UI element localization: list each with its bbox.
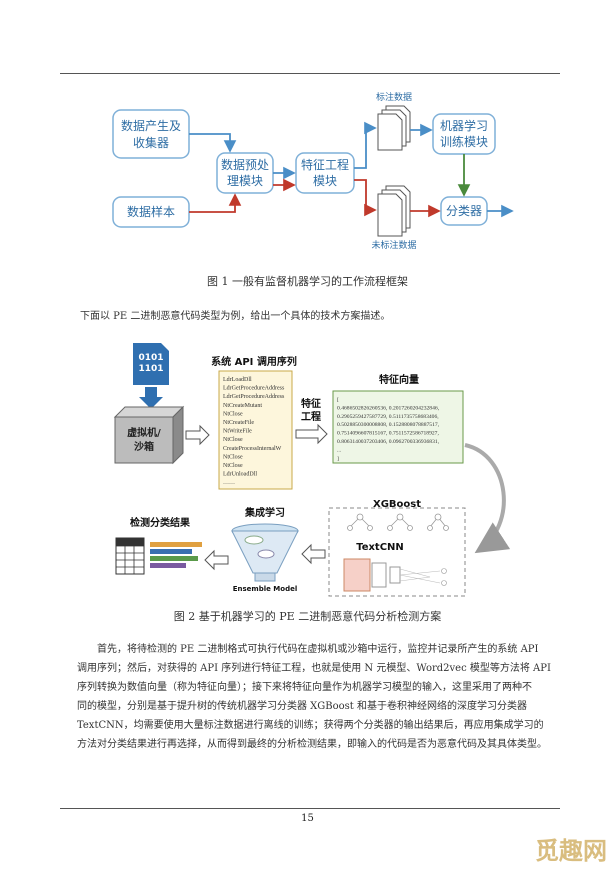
body-line: 同的模型，分别是基于提升树的传统机器学习分类器 XGBoost 和基于卷积神经网…	[77, 701, 528, 712]
vector-line: 0.4686502826260536, 0.2017260204232846,	[337, 405, 440, 411]
svg-text:1101: 1101	[138, 364, 163, 374]
textcnn-label: TextCNN	[356, 542, 404, 553]
labeled-data-doc-icon	[377, 105, 411, 151]
data-source-label: 数据产生及	[121, 118, 181, 133]
hollow-arrow-to-vector	[295, 423, 328, 445]
hollow-arrow-to-result	[204, 549, 229, 571]
vector-line: ]	[337, 456, 339, 462]
svg-text:训练模块: 训练模块	[440, 134, 488, 149]
xgboost-tree-icon	[347, 513, 449, 531]
api-call-item: NtClose	[223, 454, 243, 460]
body-paragraph: 首先，将待检测的 PE 二进制格式可执行代码在虚拟机或沙箱中运行，监控并记录所产…	[77, 640, 562, 754]
samples-label: 数据样本	[127, 204, 175, 219]
hollow-arrow-to-ensemble	[301, 543, 326, 565]
api-sequence-title: 系统 API 调用序列	[211, 355, 297, 368]
feature-engineering-label: 特征工程	[301, 157, 349, 172]
header-rule	[60, 73, 560, 74]
vector-line: 0.5028850300008808, 0.1528808078887517,	[337, 422, 440, 428]
api-call-item: LdrGetProcedureAddress	[223, 386, 285, 392]
body-line: 序列转换为数值向量（称为特征向量）；接下来将特征向量作为机器学习模型的输入，这里…	[77, 682, 532, 693]
figure-1-workflow-diagram: 数据产生及 收集器 数据样本 数据预处 理模块 特征工程 模块 标注数据 未标注…	[112, 91, 514, 251]
watermark-logo: 觅趣网	[535, 837, 607, 865]
svg-text:虚拟机/: 虚拟机/	[127, 426, 161, 439]
api-sequence-box	[218, 370, 293, 490]
feature-vector-title: 特征向量	[379, 373, 419, 386]
api-call-item: NtClose	[223, 437, 243, 443]
api-call-item: LdrLoadDll	[223, 377, 252, 383]
ml-training-label: 机器学习	[440, 118, 488, 133]
unlabeled-flow-arrows	[189, 178, 441, 218]
api-call-item: NtClose	[223, 463, 243, 469]
vector-line: 0.8063140037203406, 0.0962700336936831,	[337, 439, 440, 445]
ensemble-title: 集成学习	[244, 506, 285, 519]
labeled-data-label: 标注数据	[376, 91, 412, 103]
feature-vector-box	[332, 390, 464, 464]
ensemble-model-label: Ensemble Model	[233, 585, 298, 593]
vector-line: [	[337, 397, 339, 403]
intro-paragraph: 下面以 PE 二进制恶意代码类型为例，给出一个具体的技术方案描述。	[80, 311, 391, 322]
spreadsheet-result-icon	[115, 537, 202, 575]
unlabeled-data-label: 未标注数据	[371, 239, 416, 251]
preprocess-label: 数据预处	[221, 157, 269, 172]
xgboost-label: XGBoost	[373, 499, 421, 510]
svg-text:收集器: 收集器	[133, 135, 169, 150]
ensemble-funnel-icon	[231, 523, 299, 582]
figure-2-caption: 图 2 基于机器学习的 PE 二进制恶意代码分析检测方案	[173, 610, 442, 623]
api-call-item: NtWriteFile	[223, 429, 252, 435]
vector-line: 0.2905259427587729, 0.5111735758683406,	[337, 414, 439, 420]
unlabeled-data-doc-icon	[377, 185, 411, 237]
body-line: 首先，将待检测的 PE 二进制格式可执行代码在虚拟机或沙箱中运行，监控并记录所产…	[97, 644, 539, 655]
binary-file-icon: 0101 1101	[133, 343, 169, 385]
classifier-label: 分类器	[446, 204, 482, 218]
detection-result-title: 检测分类结果	[130, 516, 191, 529]
footer-rule	[60, 808, 560, 809]
vector-line: 0.7514096607815167, 0.7511572586718927,	[337, 431, 439, 437]
labeled-flow-arrows	[189, 121, 514, 218]
api-call-item: NtClose	[223, 411, 243, 417]
data-source-box	[112, 109, 190, 159]
svg-text:模块: 模块	[313, 174, 337, 188]
feature-vector-values: [0.4686502826260536, 0.2017260204232846,…	[337, 397, 440, 462]
api-call-list: LdrLoadDllLdrGetProcedureAddressLdrGetPr…	[223, 377, 285, 486]
page-number: 15	[301, 813, 314, 824]
down-arrow-icon	[139, 387, 163, 409]
vector-line: ...	[337, 447, 342, 453]
api-call-item: NtCreateMutant	[223, 403, 262, 409]
sandbox-cube: 虚拟机/ 沙箱	[113, 405, 185, 465]
api-call-item: LdrGetProcedureAddress	[223, 394, 285, 400]
body-line: TextCNN，均需要使用大量标注数据进行离线的训练；获得两个分类器的输出结果后…	[77, 720, 544, 731]
svg-text:工程: 工程	[301, 410, 321, 423]
api-call-item: CreateProcessInternalW	[223, 446, 282, 452]
api-call-item: LdrUnloadDll	[223, 472, 257, 478]
hollow-arrow-to-api	[185, 424, 210, 446]
api-call-item: NtCreateFile	[223, 420, 254, 426]
svg-text:沙箱: 沙箱	[134, 440, 154, 453]
figure-1-caption: 图 1 一般有监督机器学习的工作流程框架	[207, 275, 408, 288]
feature-engineering-box	[295, 152, 355, 194]
api-call-item: ……	[223, 480, 235, 486]
textcnn-network-icon	[343, 558, 447, 592]
figure-2-pipeline-diagram: 0101 1101 虚拟机/ 沙箱 系统 API 调用序列 LdrLoadDll…	[113, 343, 511, 597]
curved-arrow	[464, 443, 511, 554]
svg-text:理模块: 理模块	[227, 174, 263, 188]
feature-engineering-step-label: 特征	[301, 397, 321, 410]
body-line: 方法对分类结果进行再选择，从而得到最终的分析检测结果，即输入的代码是否为恶意代码…	[77, 739, 547, 750]
svg-text:0101: 0101	[138, 353, 163, 363]
body-line: 调用序列；然后，对获得的 API 序列进行特征工程，也就是使用 N 元模型、Wo…	[77, 663, 551, 674]
